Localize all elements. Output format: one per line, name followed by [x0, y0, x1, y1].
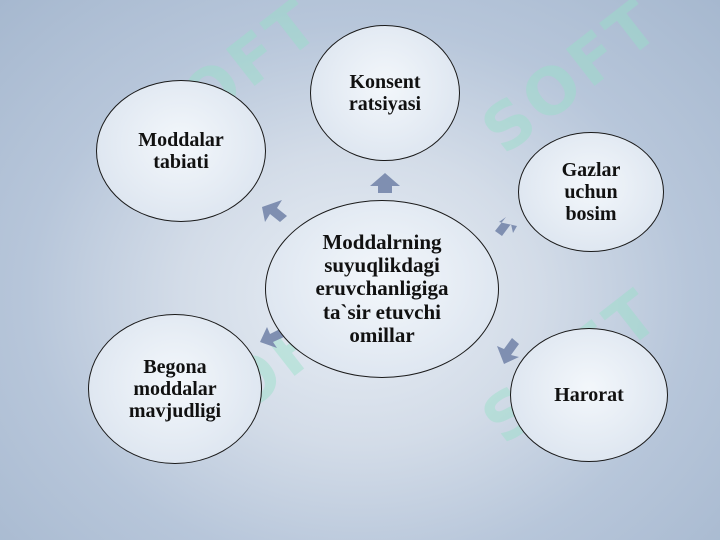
central-topic-label: Moddalrning suyuqlikdagi eruvchanligiga …	[315, 230, 449, 347]
factor-label: Konsent ratsiyasi	[348, 71, 422, 115]
factor-node-impurities: Begona moddalar mavjudligi	[88, 314, 262, 464]
factor-node-temperature: Harorat	[510, 328, 668, 462]
arrow-up	[370, 173, 400, 193]
central-topic-node: Moddalrning suyuqlikdagi eruvchanligiga …	[265, 200, 499, 378]
arrow-up-right	[495, 217, 517, 236]
factor-label: Moddalar tabiati	[138, 129, 224, 173]
factor-node-nature: Moddalar tabiati	[96, 80, 266, 222]
arrow-down-left	[260, 327, 284, 348]
arrow-down-right	[497, 338, 519, 364]
factor-node-pressure: Gazlar uchun bosim	[518, 132, 664, 252]
factor-label: Gazlar uchun bosim	[561, 159, 621, 225]
factor-label: Harorat	[554, 384, 624, 406]
arrow-up-left	[262, 200, 287, 222]
factor-label: Begona moddalar mavjudligi	[128, 356, 222, 422]
factor-node-concentration: Konsent ratsiyasi	[310, 25, 460, 161]
